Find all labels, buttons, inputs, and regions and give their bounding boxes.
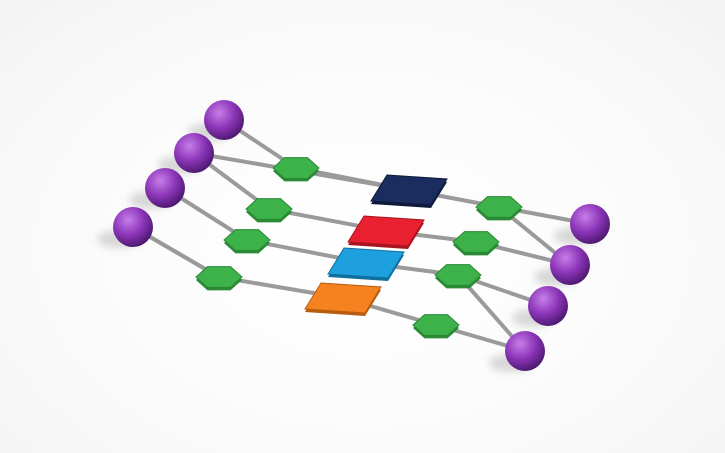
hexagon-icon <box>245 198 293 223</box>
navy-square <box>370 174 448 208</box>
hexagon-icon <box>434 264 482 289</box>
hexagon-icon <box>475 196 523 221</box>
blue-square <box>327 247 405 281</box>
hexagon-icon <box>195 266 243 291</box>
sphere-icon <box>570 204 610 244</box>
sphere-icon <box>204 100 244 140</box>
orange-square <box>304 282 382 316</box>
sphere-icon <box>113 207 153 247</box>
model-nodes <box>113 100 610 371</box>
hexagon-icon <box>452 231 500 256</box>
sphere-icon <box>528 286 568 326</box>
sphere-icon <box>145 168 185 208</box>
hexagon-icon <box>223 229 271 254</box>
hexagon-icon <box>412 314 460 339</box>
sphere-icon <box>505 331 545 371</box>
sphere-icon <box>174 133 214 173</box>
red-square <box>347 215 425 249</box>
sphere-icon <box>550 245 590 285</box>
hexagon-icon <box>272 157 320 182</box>
